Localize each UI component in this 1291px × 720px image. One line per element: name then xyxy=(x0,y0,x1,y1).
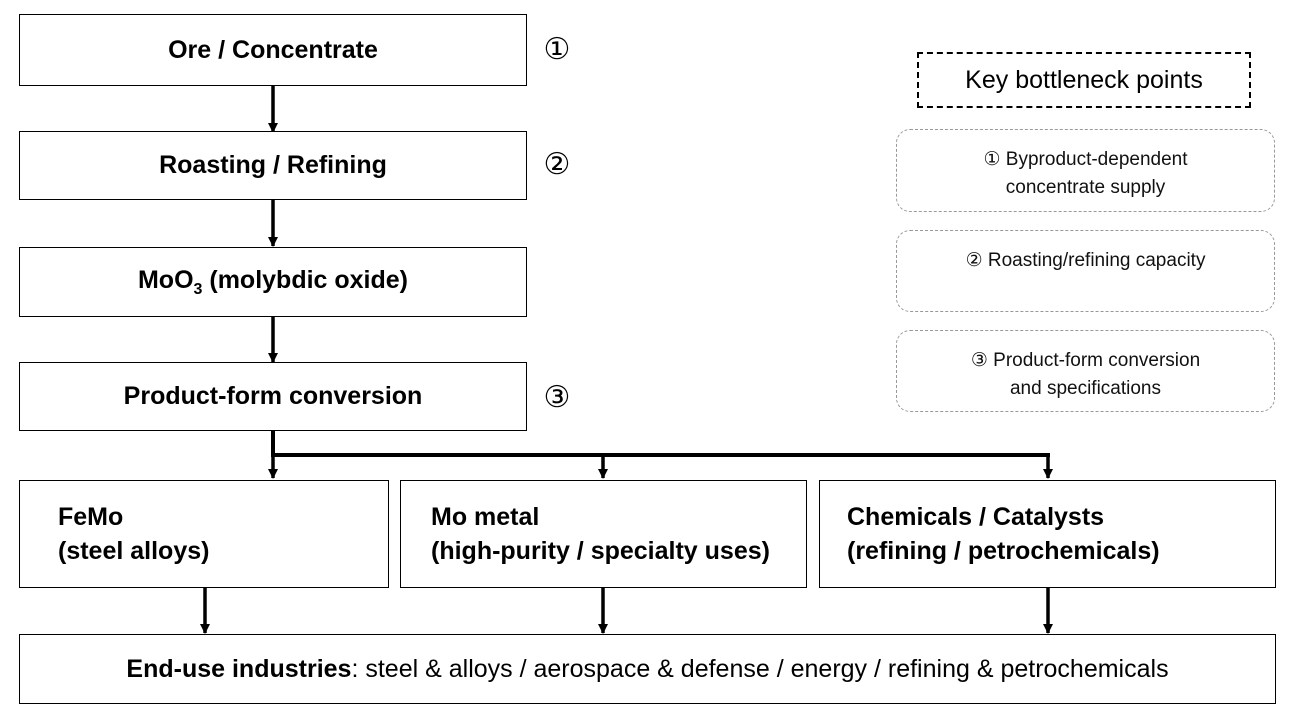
stage-marker-2: ② xyxy=(543,148,571,181)
stage-product-form-conversion: Product-form conversion xyxy=(19,362,527,431)
end-use-heading: End-use industries xyxy=(126,654,352,683)
output-use: (steel alloys) xyxy=(58,537,210,565)
output-chemicals-catalysts: Chemicals / Catalysts (refining / petroc… xyxy=(819,480,1276,588)
stage-moo3: MoO3 (molybdic oxide) xyxy=(19,247,527,317)
stage-ore-concentrate: Ore / Concentrate xyxy=(19,14,527,86)
output-name: Mo metal xyxy=(431,503,540,531)
output-use: (high-purity / specialty uses) xyxy=(431,537,770,565)
stage-label: Roasting / Refining xyxy=(159,151,387,179)
output-femo: FeMo (steel alloys) xyxy=(19,480,389,588)
key-point-line: ③ Product-form conversion xyxy=(970,350,1201,371)
stage-marker-3: ③ xyxy=(543,381,571,414)
key-point-1: ① Byproduct-dependent concentrate supply xyxy=(896,129,1275,212)
end-use-industries: End-use industries: steel & alloys / aer… xyxy=(19,634,1276,704)
key-point-line: ② Roasting/refining capacity xyxy=(965,250,1206,271)
stage-marker-1: ① xyxy=(543,33,571,66)
key-point-3: ③ Product-form conversion and specificat… xyxy=(896,330,1275,412)
output-mo-metal: Mo metal (high-purity / specialty uses) xyxy=(400,480,807,588)
key-title-text: Key bottleneck points xyxy=(965,65,1203,94)
key-point-line: ① Byproduct-dependent xyxy=(983,149,1188,170)
end-use-list: : steel & alloys / aerospace & defense /… xyxy=(351,654,1169,683)
stage-roasting-refining: Roasting / Refining xyxy=(19,131,527,200)
key-point-line: and specifications xyxy=(1009,378,1162,399)
key-point-2: ② Roasting/refining capacity xyxy=(896,230,1275,312)
stage-label: Ore / Concentrate xyxy=(168,35,378,64)
output-name: FeMo xyxy=(58,503,124,531)
stage-label: Product-form conversion xyxy=(123,382,423,410)
stage-label: MoO3 (molybdic oxide) xyxy=(137,265,409,298)
end-use-text: End-use industries: steel & alloys / aer… xyxy=(126,655,1168,684)
key-title: Key bottleneck points xyxy=(917,52,1251,108)
output-name: Chemicals / Catalysts xyxy=(847,503,1105,531)
key-point-line: concentrate supply xyxy=(1005,177,1166,198)
output-use: (refining / petrochemicals) xyxy=(847,537,1160,565)
